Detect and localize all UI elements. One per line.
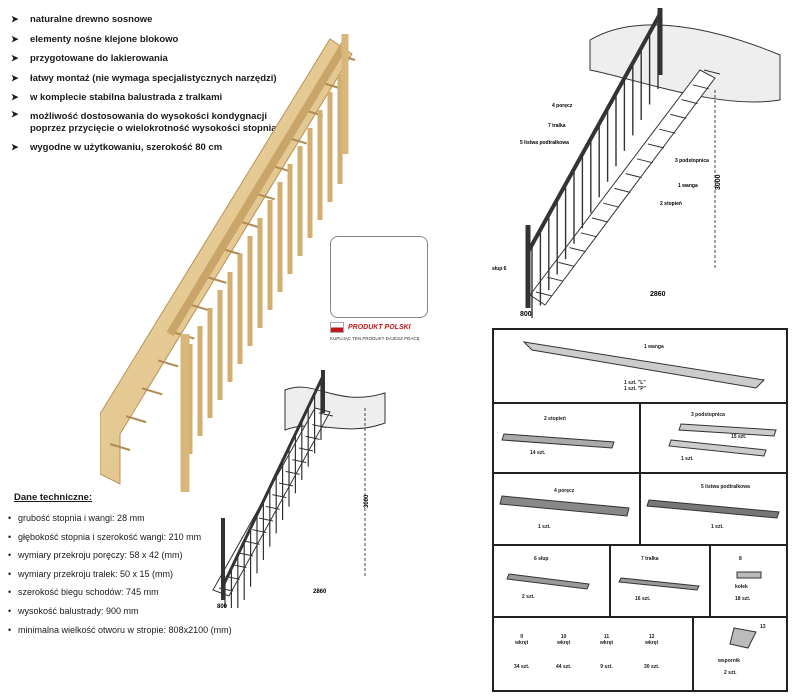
length-label: 2860 — [650, 291, 666, 298]
part-cell-2: 2 stopień 14 szt. — [493, 403, 640, 473]
photo-step — [190, 303, 211, 312]
diagram-step — [703, 69, 721, 75]
part-cell-5: 5 listwa podtralkowa 1 szt. — [640, 473, 787, 545]
part-qty: 18 szt. — [735, 596, 751, 602]
spec-item: szerokość biegu schodów: 745 mm — [8, 583, 298, 602]
callout-label: 7 tralka — [548, 123, 566, 129]
specs-title: Dane techniczne: — [14, 492, 93, 503]
spec-item: wysokość balustrady: 900 mm — [8, 602, 298, 621]
diagram-step — [292, 459, 307, 464]
feature-item: możliwość dostosowania do wysokości kond… — [8, 108, 277, 138]
part-label: 1 wanga — [644, 344, 664, 350]
spec-item: grubość stopnia i wangi: 28 mm — [8, 509, 298, 528]
height-label: 3000 — [364, 494, 370, 508]
diagram-step — [647, 143, 665, 149]
diagram-step — [278, 482, 294, 487]
feature-item: przygotowane do lakierowania — [8, 49, 277, 69]
part-qty: 15 szt. — [731, 434, 747, 440]
diagram-step — [285, 470, 300, 475]
part-cell-1: 1 wanga 1 szt. "L" 1 szt. "P" — [493, 329, 787, 403]
spec-item: minimalna wielkość otworu w stropie: 808… — [8, 621, 298, 640]
feature-item: naturalne drewno sosnowe — [8, 10, 277, 30]
diagram-step — [547, 276, 564, 282]
part-qty: 1 szt. "L" 1 szt. "P" — [624, 380, 646, 392]
callout-label: 3 podstopnica — [675, 158, 709, 164]
badge-text: PRODUKT POLSKI — [348, 324, 411, 331]
part-qty: 14 szt. — [530, 450, 546, 456]
part-qty: 2 szt. — [724, 670, 737, 676]
spec-item: wymiary przekroju poręczy: 58 x 42 (mm) — [8, 546, 298, 565]
part-qty: 1 szt. — [681, 456, 694, 462]
diagram-step — [580, 232, 597, 238]
diagram-step — [681, 99, 698, 105]
callout-label: 4 poręcz — [552, 103, 573, 109]
staircase-photo — [100, 34, 356, 492]
feature-item: w komplecie stabilna balustrada z tralka… — [8, 88, 277, 108]
diagram-step — [625, 173, 642, 179]
part-qty: 16 szt. — [635, 596, 651, 602]
diagram-step — [569, 247, 586, 253]
callout-label: 2 stopień — [660, 201, 682, 207]
width-label: 800 — [520, 311, 532, 318]
callout-label: 1 wanga — [678, 183, 698, 189]
photo-step — [141, 387, 163, 396]
polish-flag-icon — [330, 322, 344, 333]
staircase-diagram-large: 3000 2860 800 4 poręcz 7 tralka 5 listwa… — [492, 8, 781, 318]
diagram-step — [591, 217, 609, 223]
diagram-step — [603, 202, 620, 208]
part-cell-3: 3 podstopnica 15 szt. 1 szt. — [640, 403, 787, 473]
part-cell-8: 8 kołek 18 szt. — [710, 545, 787, 617]
callout-label: 5 listwa podtralkowa — [520, 140, 569, 146]
diagram-step — [659, 128, 676, 134]
parts-grid: 1 wanga 1 szt. "L" 1 szt. "P" 2 stopień … — [492, 328, 788, 692]
diagram-step — [614, 187, 631, 193]
photo-step — [206, 275, 227, 284]
photo-step — [109, 443, 131, 451]
diagram-step — [636, 158, 653, 164]
diagram-step — [558, 261, 575, 267]
photo-step — [157, 359, 179, 368]
feature-line: poprzez przycięcie o wielokrotność wysok… — [30, 122, 277, 134]
badge-placeholder-box — [330, 236, 428, 318]
technical-specs: Dane techniczne: grubość stopnia i wangi… — [8, 492, 298, 639]
spec-item: wymiary przekroju tralek: 50 x 15 (mm) — [8, 565, 298, 584]
part-qty: 1 szt. — [538, 524, 551, 530]
feature-item: łatwy montaż (nie wymaga specjalistyczny… — [8, 69, 277, 89]
callout-label: słup 6 — [492, 266, 507, 272]
part-qty: 1 szt. — [711, 524, 724, 530]
feature-line: możliwość dostosowania do wysokości kond… — [30, 110, 268, 122]
spec-item: głębokość stopnia i szerokość wangi: 210… — [8, 528, 298, 547]
feature-item: wygodne w użytkowaniu, szerokość 80 cm — [8, 138, 277, 158]
part-cell-4: 4 poręcz 1 szt. — [493, 473, 640, 545]
length-label: 2860 — [313, 589, 327, 595]
feature-list: naturalne drewno sosnowe elementy nośne … — [8, 10, 277, 157]
photo-step — [125, 415, 147, 424]
part-qty: 2 szt. — [522, 594, 535, 600]
badge-subtext: KUPUJĄC TEN PRODUKT DAJESZ PRACĘ — [330, 336, 420, 341]
diagram-step — [272, 494, 287, 499]
diagram-step — [692, 84, 709, 90]
diagram-step — [535, 291, 553, 297]
feature-item: elementy nośne klejone blokowo — [8, 30, 277, 50]
produkt-polski-badge: PRODUKT POLSKI KUPUJĄC TEN PRODUKT DAJES… — [330, 322, 430, 341]
part-cell-6: 6 słup 2 szt. — [493, 545, 610, 617]
height-label: 3000 — [715, 174, 722, 190]
part-cell-7: 7 tralka 16 szt. — [610, 545, 710, 617]
diagram-step — [670, 113, 687, 119]
part-cell-13: 13 wspornik 2 szt. — [693, 617, 787, 691]
